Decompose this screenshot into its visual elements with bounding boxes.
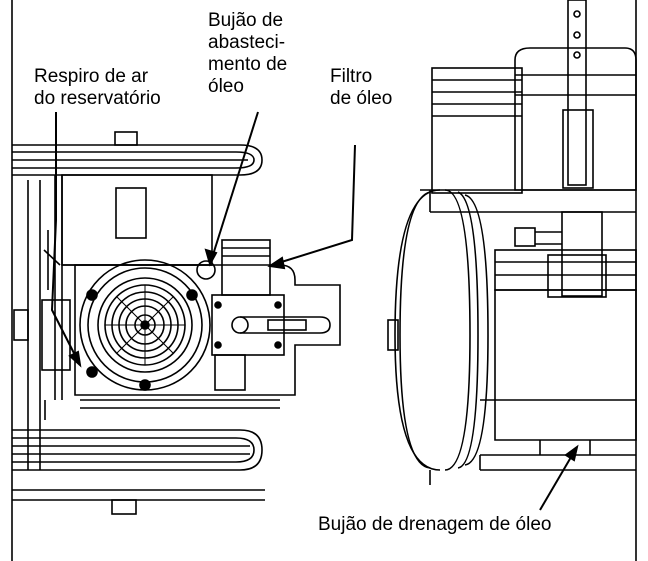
label-oil-fill-plug: Bujão de abasteci- mento de óleo	[208, 10, 288, 97]
oil-fill-plug	[196, 260, 216, 280]
oil-filter	[211, 239, 331, 391]
label-oil-drain-plug: Bujão de drenagem de óleo	[318, 514, 552, 535]
label-oil-filter: Filtro de óleo	[330, 66, 393, 109]
right-view	[387, 0, 637, 485]
tank	[429, 211, 637, 485]
fan-motor	[79, 259, 211, 391]
pump-head	[431, 47, 637, 194]
label-oil-breather: Respiro de ar do reservatório	[34, 66, 161, 109]
bottom-fins	[12, 429, 265, 515]
wheel	[387, 189, 489, 471]
top-fins	[12, 131, 263, 176]
left-rails	[13, 175, 71, 470]
handle-rod	[562, 0, 594, 189]
leader-lines	[50, 111, 579, 511]
left-view	[12, 131, 341, 515]
